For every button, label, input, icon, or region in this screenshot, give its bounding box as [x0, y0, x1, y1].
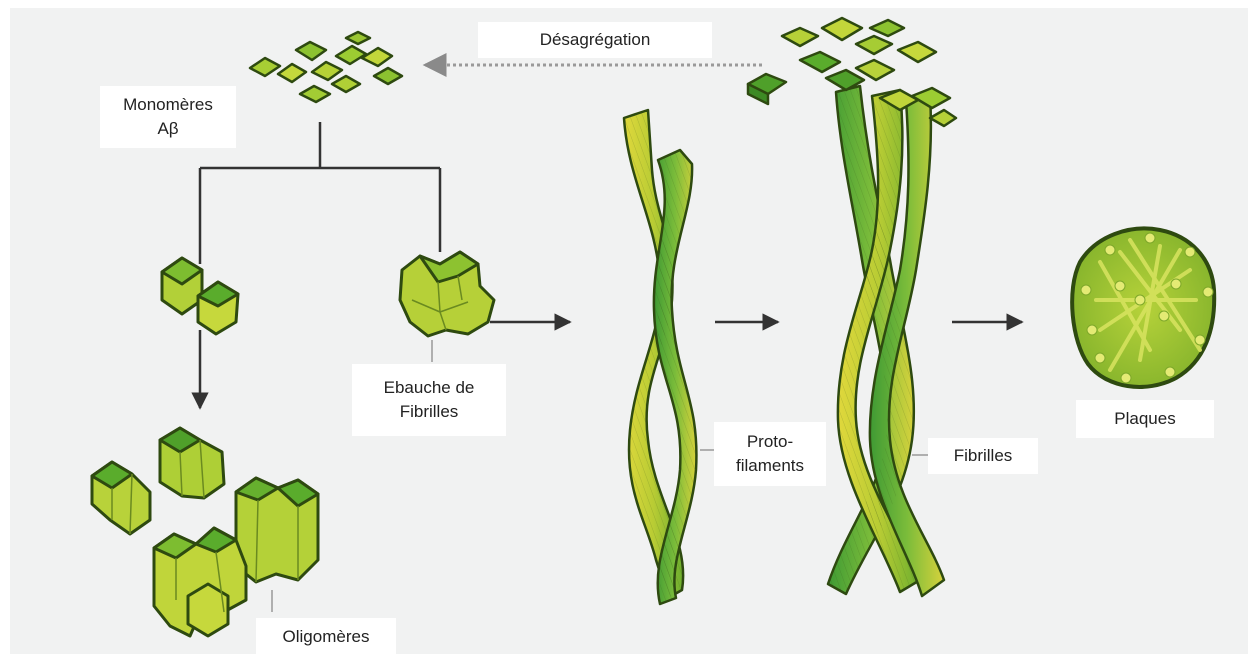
label-plaques: Plaques: [1076, 400, 1214, 438]
label-monomers-line1: Monomères: [123, 93, 213, 117]
oligomers-cluster: [92, 428, 318, 636]
label-plaques-text: Plaques: [1114, 407, 1175, 431]
label-monomers: Monomères Aβ: [100, 86, 236, 148]
label-monomers-line2: Aβ: [157, 117, 178, 141]
label-disaggregation-text: Désagrégation: [540, 28, 651, 52]
label-fibrils: Fibrilles: [928, 438, 1038, 474]
label-fibril-draft-line1: Ebauche de: [384, 376, 475, 400]
label-oligomers: Oligomères: [256, 618, 396, 656]
label-fibril-draft-line2: Fibrilles: [400, 400, 459, 424]
label-protofilaments-line2: filaments: [736, 454, 804, 478]
monomers-cluster: [250, 32, 402, 102]
plaque-blob: [1072, 228, 1214, 386]
label-protofilaments: Proto- filaments: [714, 422, 826, 486]
label-fibrils-text: Fibrilles: [954, 444, 1013, 468]
label-protofilaments-line1: Proto-: [747, 430, 793, 454]
fibril-draft-cluster: [400, 252, 494, 336]
label-oligomers-text: Oligomères: [283, 625, 370, 649]
dimer-cluster: [162, 258, 238, 334]
label-disaggregation: Désagrégation: [478, 22, 712, 58]
label-fibril-draft: Ebauche de Fibrilles: [352, 364, 506, 436]
